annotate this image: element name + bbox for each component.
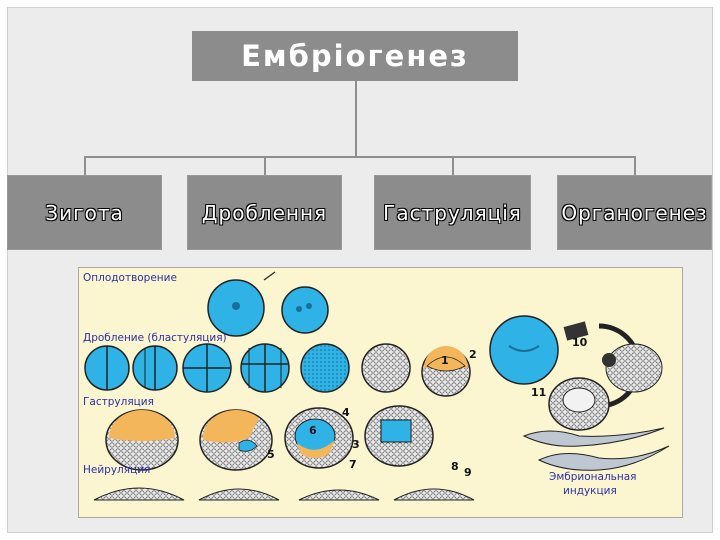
marker-8: 8	[451, 460, 459, 473]
cleavage-16-cell	[240, 343, 290, 393]
cleavage-4-cell	[132, 345, 178, 391]
diagram-title-text: Ембріогенез	[241, 39, 469, 73]
gastrula-mid	[199, 409, 273, 471]
cleavage-2-cell	[84, 345, 130, 391]
diagram-title: Ембріогенез	[192, 31, 518, 81]
stage-label-gastrulation: Гаструляція	[383, 200, 522, 225]
title-connector	[355, 81, 357, 157]
marker-7: 7	[349, 458, 357, 471]
fertilized-egg	[207, 271, 276, 337]
stage-label-organogenesis: Органогенез	[561, 200, 708, 225]
marker-6: 6	[309, 424, 317, 437]
connector-zygote	[84, 156, 86, 175]
embryo-ring-10	[598, 323, 663, 409]
marker-5: 5	[267, 448, 275, 461]
stage-box-zygote: Зигота	[7, 175, 162, 250]
marker-1: 1	[441, 354, 449, 367]
embryo-cross-section	[489, 315, 559, 385]
stage-box-cleavage: Дроблення	[187, 175, 342, 250]
embryo-ring-11	[548, 377, 610, 431]
label-embryonic-induction-2: индукция	[563, 485, 617, 497]
embryogenesis-illustration: Оплодотворение Дробление (бластуляция) Г…	[78, 267, 683, 518]
zygote-cell	[281, 286, 329, 334]
gastrula-early	[105, 409, 179, 471]
gastrula-late	[284, 407, 354, 469]
embryo-explant	[563, 321, 589, 341]
label-gastrulation: Гаструляция	[83, 396, 154, 408]
label-embryonic-induction-1: Эмбриональная	[549, 471, 637, 483]
neurula-sections	[93, 487, 475, 501]
horizontal-connector	[84, 156, 636, 158]
marker-4: 4	[342, 406, 350, 419]
connector-organogenesis	[634, 156, 636, 175]
stage-label-cleavage: Дроблення	[201, 200, 328, 225]
blastula-grey	[361, 343, 411, 393]
marker-11: 11	[531, 386, 547, 399]
label-cleavage: Дробление (бластуляция)	[83, 332, 227, 344]
marker-9: 9	[464, 466, 472, 479]
marker-3: 3	[352, 438, 360, 451]
connector-cleavage	[264, 156, 266, 175]
stage-label-zygote: Зигота	[45, 200, 124, 225]
marker-10: 10	[572, 336, 588, 349]
tadpole-embryos	[522, 427, 670, 471]
label-fertilization: Оплодотворение	[83, 272, 177, 284]
marker-2: 2	[469, 348, 477, 361]
label-neurulation: Нейруляция	[83, 464, 151, 476]
morula	[300, 343, 350, 393]
cleavage-8-cell	[182, 343, 232, 393]
illustration-drawing	[84, 271, 670, 501]
gastrula-final	[364, 405, 434, 467]
blastula-section	[421, 346, 471, 397]
stage-box-gastrulation: Гаструляція	[374, 175, 531, 250]
stage-box-organogenesis: Органогенез	[557, 175, 712, 250]
connector-gastrulation	[452, 156, 454, 175]
